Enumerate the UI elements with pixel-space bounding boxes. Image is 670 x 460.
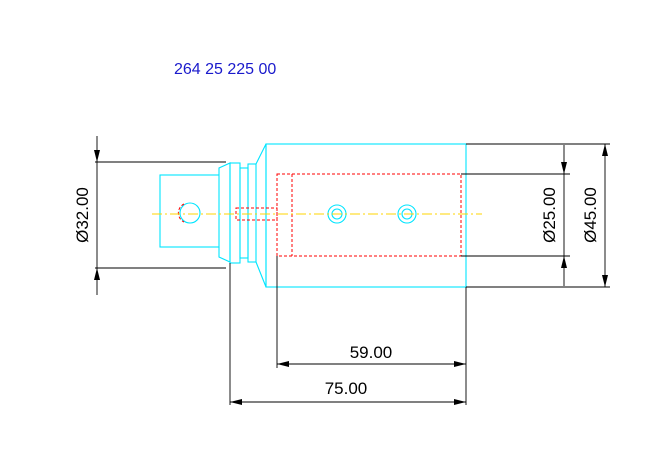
groove-2 bbox=[239, 167, 249, 259]
dim-dia-45-text: Ø45.00 bbox=[581, 187, 600, 243]
dim-len-59: 59.00 bbox=[276, 256, 467, 405]
eye-hole bbox=[179, 202, 201, 224]
bore-hidden bbox=[276, 173, 462, 257]
groove-3 bbox=[247, 163, 257, 263]
dim-len-59-text: 59.00 bbox=[350, 343, 393, 362]
neck bbox=[218, 162, 231, 263]
part-outline bbox=[159, 143, 467, 288]
groove-1 bbox=[229, 162, 241, 264]
dim-dia-45: Ø45.00 bbox=[466, 143, 610, 288]
dim-dia-32: Ø32.00 bbox=[73, 136, 226, 295]
dim-dia-25: Ø25.00 bbox=[461, 145, 570, 286]
dim-dia-25-text: Ø25.00 bbox=[540, 187, 559, 243]
dim-len-75: 75.00 bbox=[229, 263, 466, 405]
eye-hole-hidden bbox=[177, 203, 185, 223]
dim-len-75-text: 75.00 bbox=[325, 379, 368, 398]
clevis-tongue bbox=[159, 174, 220, 248]
hidden-lines bbox=[177, 173, 462, 257]
pin-hidden bbox=[235, 207, 278, 221]
part-number: 264 25 225 00 bbox=[174, 61, 276, 78]
main-body bbox=[265, 143, 467, 288]
cross-hole-2-outer bbox=[397, 204, 417, 224]
body-chamfer bbox=[255, 143, 267, 288]
dim-dia-32-text: Ø32.00 bbox=[73, 187, 92, 243]
